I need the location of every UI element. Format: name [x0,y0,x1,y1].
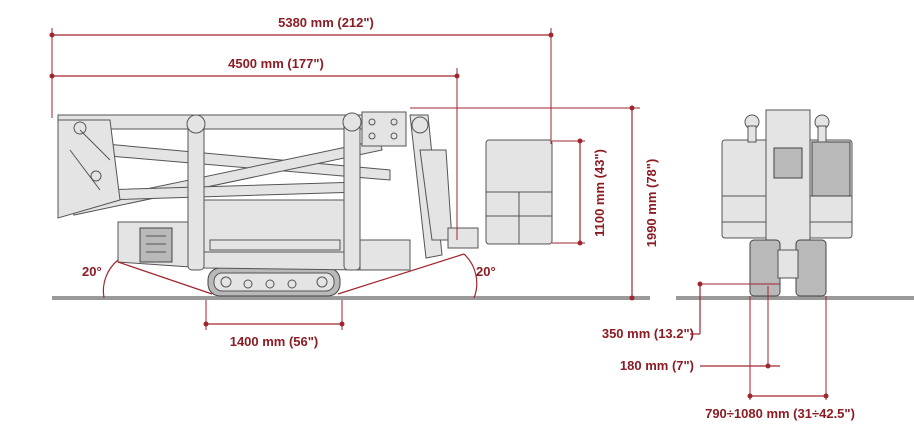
boom-assembly [57,114,399,219]
transport-length-dimension: 4500 mm (177") [49,56,460,240]
front-angle-dimension: 20° [82,259,213,299]
chassis [117,199,411,271]
basket-height-dimension: 1100 mm (43") [552,138,607,246]
track-wheelbase-dimension: 1400 mm (56") [203,300,345,349]
platform-basket [485,139,553,245]
front-view: 350 mm (13.2") 180 mm (7") 790÷1080 mm (… [602,109,914,421]
masts [186,111,407,271]
overall-height-label: 1990 mm (78") [644,159,659,248]
crawler-track [207,267,341,297]
ground-clearance-dimension: 350 mm (13.2") [602,281,780,341]
side-view: 5380 mm (212") 4500 mm (177") 1100 mm (4… [49,15,659,349]
overall-length-dimension: 5380 mm (212") [49,15,554,144]
front-tracks [749,239,827,297]
rear-angle-label: 20° [476,264,496,279]
overall-length-label: 5380 mm (212") [278,15,374,30]
rear-angle-dimension: 20° [337,253,496,299]
track-width-label: 790÷1080 mm (31÷42.5") [705,406,855,421]
front-angle-label: 20° [82,264,102,279]
ground-clearance-label: 350 mm (13.2") [602,326,694,341]
basket-height-label: 1100 mm (43") [592,149,607,237]
jib [409,114,479,259]
overall-height-dimension: 1990 mm (78") [410,105,659,301]
track-width-dimension: 790÷1080 mm (31÷42.5") [705,296,855,421]
track-wheelbase-label: 1400 mm (56") [230,334,319,349]
min-clearance-label: 180 mm (7") [620,358,694,373]
min-clearance-dimension: 180 mm (7") [620,286,780,373]
transport-length-label: 4500 mm (177") [228,56,324,71]
